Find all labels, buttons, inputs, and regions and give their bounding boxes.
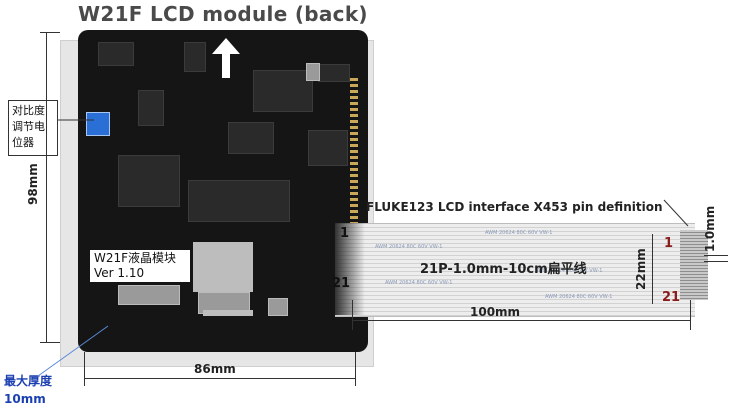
ic-chip <box>184 42 206 72</box>
pin-definition-label: FLUKE123 LCD interface X453 pin definiti… <box>366 200 663 214</box>
ic-chip <box>318 64 350 82</box>
height-dimension-label: 98mm <box>26 163 40 205</box>
width-dimension-tick <box>84 352 85 386</box>
flat-ribbon-cable: AWM 20624 80C 60V VW-1 AWM 20624 80C 60V… <box>335 223 695 317</box>
cable-print: AWM 20624 80C 60V VW-1 <box>545 294 613 300</box>
inductor <box>228 122 274 154</box>
up-arrow-icon <box>212 38 240 78</box>
cable-length-dimension-label: 100mm <box>470 305 521 319</box>
cable-spec-label: 21P-1.0mm-10cm扁平线 <box>420 262 587 277</box>
bottom-connector <box>118 285 180 305</box>
width-dimension-label: 86mm <box>194 362 236 376</box>
pitch-dimension-tick <box>704 255 728 256</box>
module-label-line1: W21F液晶模块 <box>94 251 177 265</box>
pointer-line <box>663 199 689 227</box>
cable-length-dimension-line <box>352 320 690 321</box>
ic-chip <box>253 70 313 112</box>
cable-width-dimension-label: 22mm <box>634 248 648 290</box>
max-thickness-note: 最大厚度 10mm <box>4 372 52 408</box>
pad-row <box>203 310 253 316</box>
module-label-line2: Ver 1.10 <box>94 266 145 280</box>
cable-length-dimension-tick <box>690 300 691 330</box>
ic-chip <box>138 90 164 126</box>
edge-pins <box>350 78 358 248</box>
contrast-potentiometer-note: 对比度调节电位器 <box>8 100 58 156</box>
diagram-title: W21F LCD module (back) <box>78 2 368 26</box>
potentiometer <box>86 112 110 136</box>
width-dimension-tick <box>355 352 356 386</box>
board-pin-21: 21 <box>332 276 351 291</box>
pitch-dimension-label: 1.0mm <box>703 205 717 252</box>
height-dimension-tick <box>40 32 60 33</box>
pitch-dimension-tick <box>704 261 728 262</box>
led-component <box>306 63 320 81</box>
cable-pin-21: 21 <box>662 290 681 305</box>
height-dimension-tick <box>40 342 60 343</box>
pcb-board <box>78 30 368 352</box>
note-text: 对比度调节电位器 <box>12 104 45 149</box>
module-label: W21F液晶模块 Ver 1.10 <box>90 250 190 282</box>
cable-length-dimension-tick <box>352 300 353 330</box>
cable-print: AWM 20624 80C 60V VW-1 <box>485 230 553 236</box>
cable-print: AWM 20624 80C 60V VW-1 <box>535 268 603 274</box>
max-thickness-line1: 最大厚度 <box>4 374 53 388</box>
switch-component <box>268 298 288 316</box>
pointer-line <box>37 325 109 377</box>
ic-chip <box>188 180 290 222</box>
ic-chip <box>118 155 180 207</box>
height-dimension-line <box>46 32 47 342</box>
fpc-connector <box>193 242 253 292</box>
cable-contacts <box>680 230 708 300</box>
cable-width-dimension-line <box>652 234 653 304</box>
cable-pin-1: 1 <box>664 236 674 251</box>
cable-print: AWM 20624 80C 60V VW-1 <box>385 280 453 286</box>
cable-shadow <box>335 223 365 315</box>
board-pin-1: 1 <box>340 226 350 241</box>
top-connector <box>98 42 134 66</box>
cable-print: AWM 20624 80C 60V VW-1 <box>375 244 443 250</box>
ic-chip <box>308 130 348 166</box>
pointer-line <box>58 119 94 121</box>
max-thickness-line2: 10mm <box>4 392 46 406</box>
width-dimension-line <box>84 378 356 379</box>
